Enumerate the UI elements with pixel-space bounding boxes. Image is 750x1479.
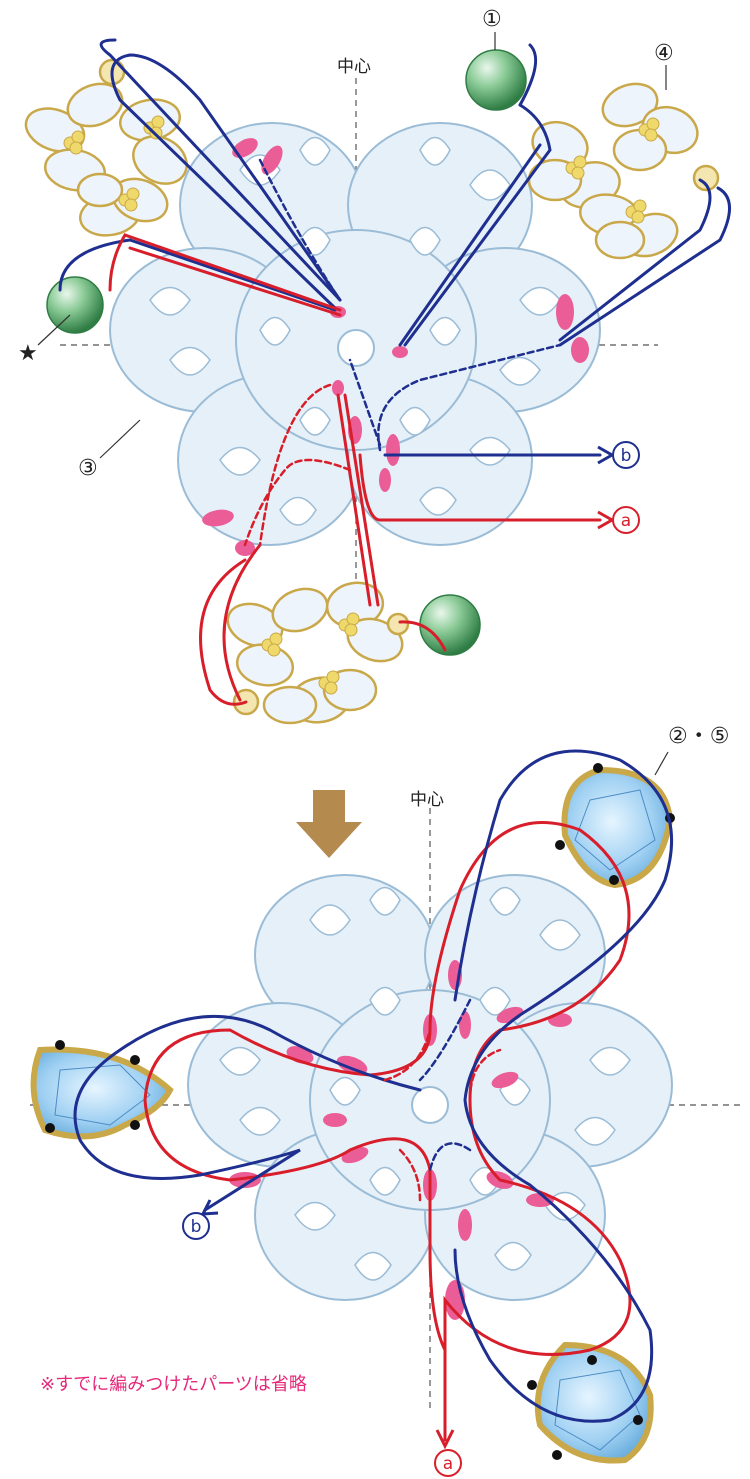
omitted-parts-note: ※すでに編みつけたパーツは省略 <box>40 1374 307 1395</box>
part-label-1: ① <box>482 7 502 32</box>
lace-center-ring-bottom <box>412 1087 448 1123</box>
down-arrow-icon <box>296 790 362 858</box>
flower-cluster-top-left <box>20 60 195 240</box>
flower-cluster-bottom <box>222 578 408 726</box>
green-pearl-1 <box>466 50 526 110</box>
green-pearl-star <box>47 277 103 333</box>
bottom-diagram: 中心 ②・⑤ b a ※すでに編みつけたパーツは省略 <box>30 724 740 1476</box>
star-icon: ★ <box>18 341 38 366</box>
wire-a-label-bottom: a <box>443 1454 453 1474</box>
part-label-2-5: ②・⑤ <box>668 724 729 749</box>
center-label-bottom: 中心 <box>410 790 444 810</box>
wire-b-label-bottom: b <box>191 1217 202 1237</box>
green-pearl-bottom <box>420 595 480 655</box>
center-label-top: 中心 <box>337 57 371 77</box>
wire-b-label-top: b <box>621 446 632 466</box>
flower-cluster-top-right <box>526 77 718 264</box>
wire-a-label-top: a <box>621 511 631 531</box>
part-label-4: ④ <box>654 41 674 66</box>
lace-center-ring <box>338 330 374 366</box>
part-label-3: ③ <box>78 456 98 481</box>
gem-bottom-right <box>527 1345 651 1461</box>
top-diagram: 中心 ① ④ ③ ★ b a <box>18 7 730 727</box>
